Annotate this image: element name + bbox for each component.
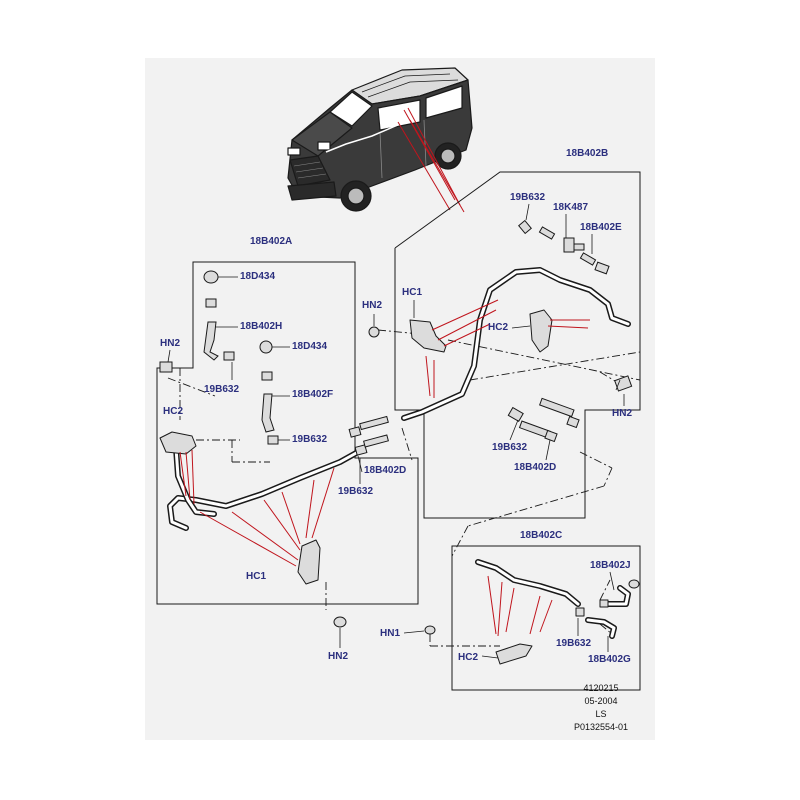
part-label-18b402e[interactable]: 18B402E [580,222,622,233]
reference-id: P0132554-01 [573,722,629,732]
part-label-18b402h[interactable]: 18B402H [240,321,283,332]
part-label-18b402d[interactable]: 18B402D [364,465,407,476]
clip-label-hc1[interactable]: HC1 [246,571,267,582]
connection-lines [167,329,641,647]
pipe-run-b [401,267,631,421]
fitting-label-hn1[interactable]: HN1 [380,628,401,639]
pipe-run-a [159,431,361,585]
parts-a [159,270,389,628]
parts-b-top [518,219,610,275]
fitting-label-hn2[interactable]: HN2 [160,338,181,349]
part-label-18d434[interactable]: 18D434 [240,271,276,282]
group-label-18b402c[interactable]: 18B402C [520,530,563,541]
clip-label-hc1[interactable]: HC1 [402,287,423,298]
group-label-18b402a[interactable]: 18B402A [250,236,293,247]
clip-label-hc2[interactable]: HC2 [488,322,509,333]
drawing-reference: 4120215 05-2004 LS P0132554-01 [566,682,636,734]
part-label-18b402g[interactable]: 18B402G [588,654,631,665]
group-frames [156,171,641,691]
vehicle-illustration [287,67,473,212]
reference-date: 05-2004 [584,696,618,706]
part-label-19b632[interactable]: 19B632 [204,384,240,395]
part-label-18d434[interactable]: 18D434 [292,341,328,352]
fitting-label-hn2[interactable]: HN2 [328,651,349,662]
vehicle-leaders [397,107,465,213]
part-label-19b632[interactable]: 19B632 [338,486,374,497]
part-label-19b632[interactable]: 19B632 [510,192,546,203]
group-label-18b402b[interactable]: 18B402B [566,148,609,159]
fitting-label-hn2[interactable]: HN2 [612,408,633,419]
label-leaders [167,203,625,659]
part-label-19b632[interactable]: 19B632 [292,434,328,445]
clip-label-hc2[interactable]: HC2 [163,406,184,417]
clip-label-hc2[interactable]: HC2 [458,652,479,663]
part-label-19b632[interactable]: 19B632 [556,638,592,649]
callout-leaders [179,299,590,637]
part-label-18b402d[interactable]: 18B402D [514,462,557,473]
reference-number: 4120215 [583,683,619,693]
parts-b-lower [368,326,633,443]
pipe-run-c [424,559,640,665]
part-label-18k487[interactable]: 18K487 [553,202,589,213]
part-label-19b632[interactable]: 19B632 [492,442,528,453]
reference-code: LS [595,709,607,719]
part-label-18b402j[interactable]: 18B402J [590,560,631,571]
part-label-18b402f[interactable]: 18B402F [292,389,334,400]
fitting-label-hn2[interactable]: HN2 [362,300,383,311]
